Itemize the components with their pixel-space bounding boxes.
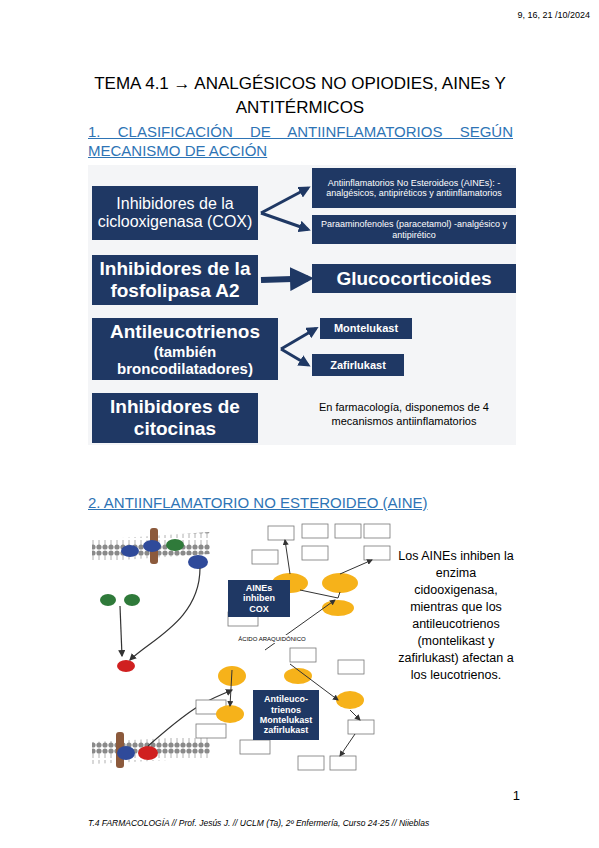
box-text: Inhibidores de la fosfolipasa A2: [97, 258, 253, 302]
class-box: Paraaminofenoles (paracetamol) -analgési…: [312, 215, 516, 244]
section-heading: 1. CLASIFICACIÓN DE ANTIINFLAMATORIOS SE…: [88, 122, 513, 160]
class-box: Glucocorticoides: [312, 264, 516, 293]
page-number: 1: [500, 788, 520, 804]
box-text: (también broncodilatadores): [97, 343, 273, 378]
page-date: 9, 16, 21 /10/2024: [440, 10, 590, 21]
arrow-connector: [261, 279, 308, 281]
box-text: Paraaminofenoles (paracetamol) -analgési…: [317, 219, 511, 240]
class-box: Antiinflamatorios No Esteroideos (AINEs)…: [312, 168, 516, 208]
arrow-connector: [261, 188, 308, 213]
box-text: Inhibidores de citocinas: [97, 396, 253, 440]
arrow-connector: [281, 349, 308, 365]
box-text: AINEs inhiben COX: [233, 583, 285, 614]
footer-text: T.4 FARMACOLOGÍA // Prof. Jesús J. // UC…: [88, 818, 518, 829]
box-text: Antiinflamatorios No Esteroideos (AINEs)…: [317, 178, 511, 199]
class-box: Antileucotrienos(también broncodilatador…: [92, 318, 278, 380]
explanation-text: Los AINEs inhiben la enzima cidooxigenas…: [394, 548, 518, 684]
note-text: En farmacología, disponemos de 4 mecanis…: [298, 400, 510, 428]
class-box: Inhibidores de la fosfolipasa A2: [92, 255, 258, 305]
box-text: Antileuco-trienos Montelukast zafirlukas…: [258, 694, 314, 735]
class-box: Inhibidores de la ciclooxigenasa (COX): [92, 186, 258, 240]
class-box: Montelukast: [320, 318, 412, 339]
arrow-connector: [261, 213, 308, 230]
arrow-connector: [281, 329, 316, 350]
class-box: Zafirlukast: [312, 354, 404, 376]
box-text: Inhibidores de la ciclooxigenasa (COX): [97, 195, 253, 232]
page-title: TEMA 4.1 → ANALGÉSICOS NO OPIODIES, AINE…: [70, 72, 530, 120]
class-box: Inhibidores de citocinas: [92, 393, 258, 443]
inhibitor-callout: Antileuco-trienos Montelukast zafirlukas…: [253, 690, 319, 740]
box-text: Glucocorticoides: [336, 268, 491, 290]
box-text: Antileucotrienos: [110, 321, 260, 343]
box-text: Montelukast: [334, 322, 398, 335]
section-heading: 2. ANTIINFLAMATORIO NO ESTEROIDEO (AINE): [88, 493, 513, 512]
box-text: Zafirlukast: [330, 359, 386, 372]
molecule-name: ÁCIDO ARAQUIDÓNICO: [232, 635, 312, 643]
inhibitor-callout: AINEs inhiben COX: [228, 580, 290, 617]
